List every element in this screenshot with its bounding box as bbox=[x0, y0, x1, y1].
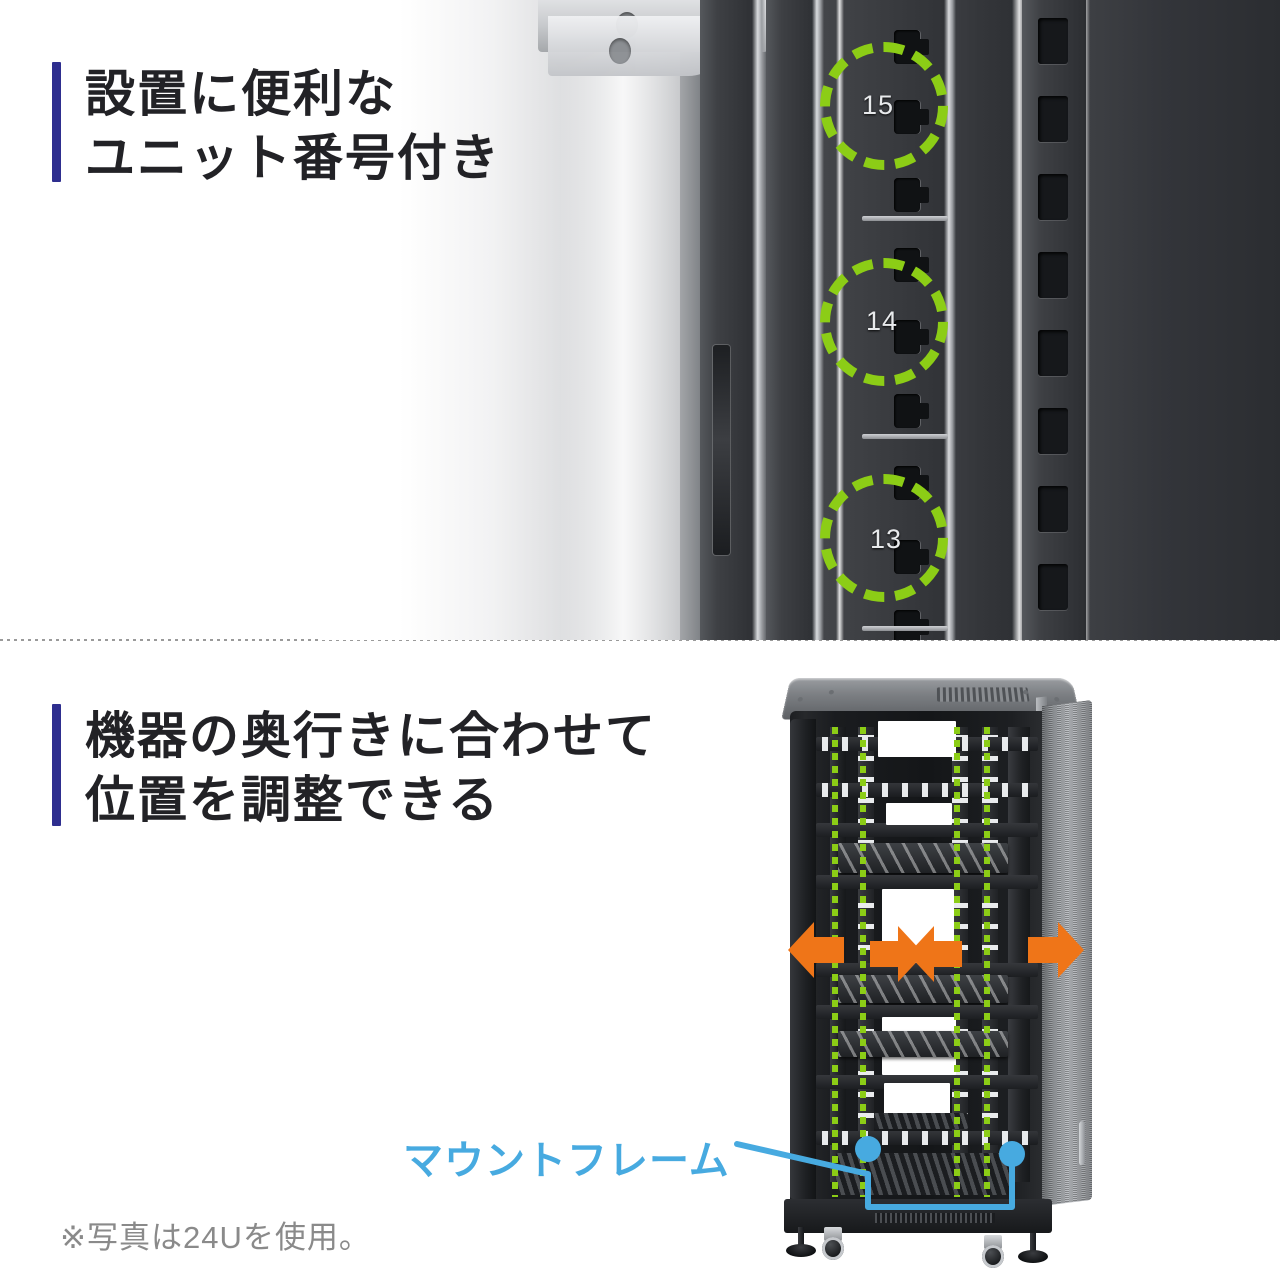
rack-shelf-2 bbox=[838, 975, 1008, 1003]
server-rack-full-photo bbox=[760, 675, 1100, 1268]
mount-frame-marker-4 bbox=[984, 727, 990, 1197]
rack-gap bbox=[952, 0, 1022, 640]
heading-1-line-1: 設置に便利な bbox=[85, 66, 397, 122]
rack-cross-6 bbox=[816, 1005, 1038, 1019]
highlight-circle-13 bbox=[820, 474, 948, 602]
rail-vertical-slot bbox=[713, 345, 730, 555]
heading-1-line-2: ユニット番号付き bbox=[85, 130, 501, 186]
rack-inner-rail-5 bbox=[1008, 727, 1030, 1182]
mount-frame-label: マウントフレーム bbox=[403, 1139, 730, 1183]
accent-bar-2 bbox=[52, 704, 61, 826]
rack-leveling-foot-left bbox=[786, 1227, 816, 1257]
rack-cross-4 bbox=[816, 875, 1038, 889]
rack-rail-mid bbox=[766, 0, 818, 640]
rack-base-vent bbox=[875, 1213, 996, 1224]
rail-highlight-c bbox=[944, 0, 956, 640]
footnote-text: ※写真は24Uを使用。 bbox=[60, 1220, 371, 1255]
arrow-inner-right bbox=[908, 925, 962, 983]
rack-cross-3 bbox=[816, 823, 1038, 837]
rack-cross-8 bbox=[816, 1131, 1038, 1145]
rail-highlight-a bbox=[752, 0, 766, 640]
u-divider-line-1 bbox=[862, 216, 948, 221]
u-divider-line-3 bbox=[862, 626, 948, 631]
accent-bar-1 bbox=[52, 62, 61, 182]
heading-2-line-2: 位置を調整できる bbox=[85, 772, 500, 828]
rack-window-1 bbox=[878, 721, 956, 757]
rack-leveling-foot-right bbox=[1018, 1233, 1048, 1263]
section-depth-adjustable: 機器の奥行きに合わせて 位置を調整できる bbox=[0, 641, 1280, 1280]
rack-bracket-lower bbox=[548, 16, 728, 76]
rack-caster-right bbox=[980, 1235, 1006, 1269]
section-divider bbox=[0, 639, 1280, 641]
rack-shelf-3 bbox=[838, 1031, 1008, 1057]
unit-number-15: 15 bbox=[862, 90, 895, 120]
highlight-circle-14 bbox=[820, 258, 948, 386]
arrow-inner-left bbox=[870, 925, 924, 983]
rack-caster-left bbox=[820, 1227, 846, 1261]
rack-side-panel bbox=[1086, 0, 1280, 640]
arrow-outer-right bbox=[1028, 920, 1084, 980]
rack-shelf-1 bbox=[838, 843, 1008, 873]
rack-top-vent bbox=[936, 687, 1030, 702]
rack-rail-closeup-photo: 15 14 13 bbox=[320, 0, 1280, 640]
u-hole-column-right bbox=[1038, 0, 1078, 640]
rack-cross-7 bbox=[816, 1075, 1038, 1089]
unit-number-14: 14 bbox=[866, 306, 899, 336]
wall-specular bbox=[560, 0, 700, 640]
heading-depth-adjustable: 機器の奥行きに合わせて 位置を調整できる bbox=[52, 704, 657, 832]
heading-2-line-1: 機器の奥行きに合わせて bbox=[85, 708, 657, 764]
arrow-outer-left bbox=[788, 920, 844, 980]
rack-cross-2 bbox=[816, 783, 1038, 797]
highlight-circle-15 bbox=[820, 42, 948, 170]
mount-frame-marker-2 bbox=[860, 727, 866, 1197]
section-unit-numbers: 15 14 13 設置に便利な ユニット番号付き bbox=[52, 0, 1280, 640]
rack-window-2 bbox=[886, 803, 952, 825]
rack-vent-panel-1 bbox=[874, 1113, 968, 1129]
rail-highlight-b bbox=[812, 0, 824, 640]
rack-side-latch bbox=[1079, 1120, 1085, 1166]
heading-unit-numbers: 設置に便利な ユニット番号付き bbox=[52, 62, 501, 190]
u-divider-line-2 bbox=[862, 434, 948, 439]
unit-number-13: 13 bbox=[870, 524, 903, 554]
